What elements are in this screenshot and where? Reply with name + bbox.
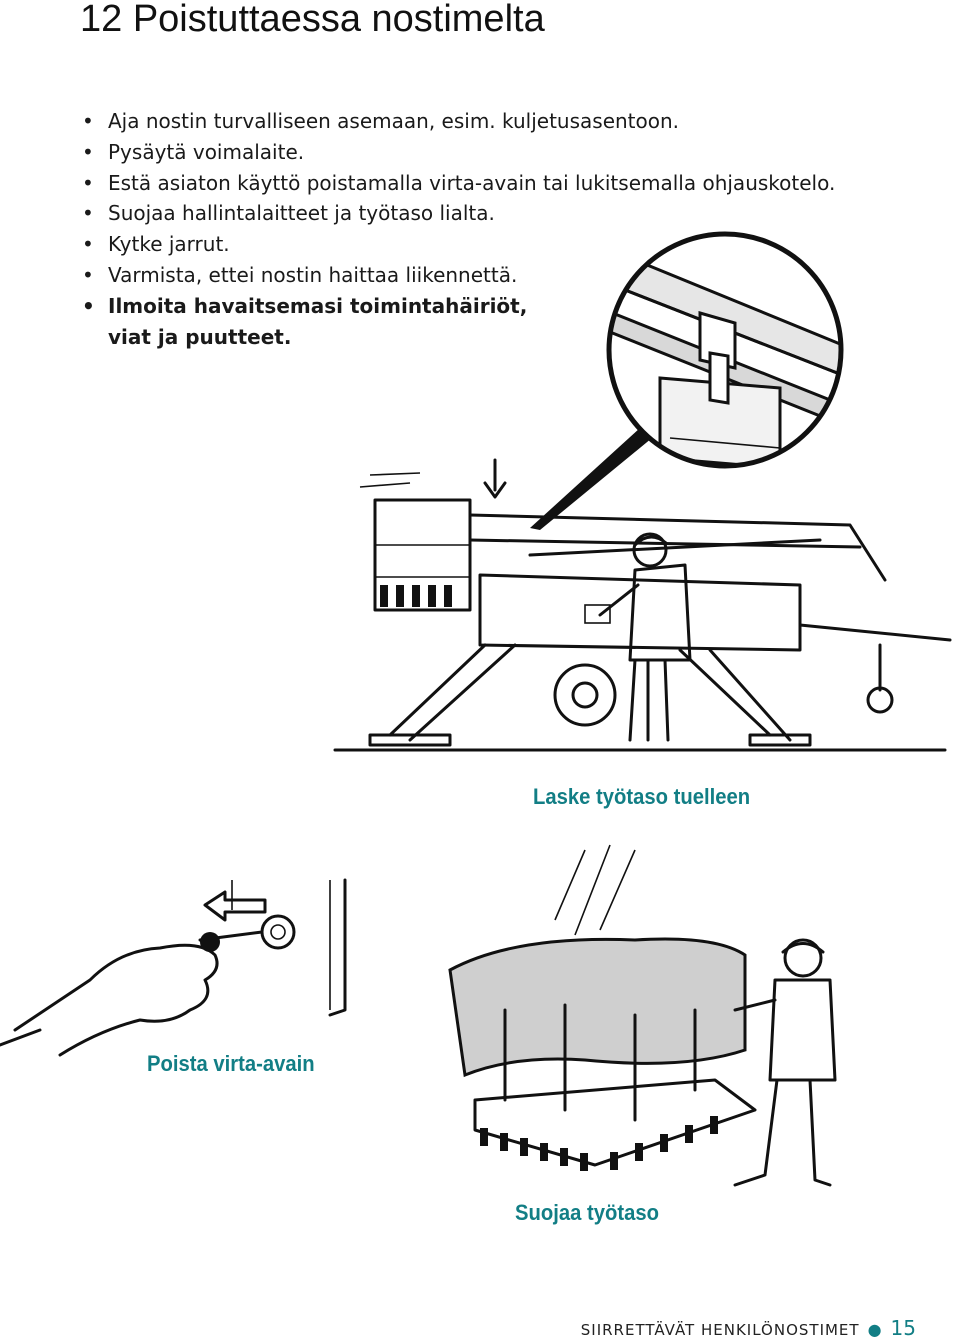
list-item: Kytke jarrut. (82, 229, 882, 260)
publication-title: SIIRRETTÄVÄT HENKILÖNOSTIMET (580, 1321, 860, 1339)
key-removal-illustration (0, 878, 347, 1057)
caption-remove-key: Poista virta-avain (147, 1051, 315, 1076)
list-item: Pysäytä voimalaite. (82, 137, 882, 168)
list-item: Suojaa hallintalaitteet ja työtaso lialt… (82, 198, 882, 229)
platform-cover-illustration (448, 844, 837, 1187)
list-item: Estä asiaton käyttö poistamalla virta-av… (82, 168, 882, 199)
page-number: 15 (890, 1316, 916, 1340)
caption-protect-platform: Suojaa työtaso (515, 1200, 659, 1225)
footer-dot-icon: ● (867, 1320, 883, 1339)
list-item: Varmista, ettei nostin haittaa liikennet… (82, 260, 882, 291)
instruction-list: Aja nostin turvalliseen asemaan, esim. k… (82, 106, 882, 352)
page-footer: SIIRRETTÄVÄT HENKILÖNOSTIMET ● 15 (581, 1316, 916, 1340)
lift-illustration (333, 458, 952, 752)
detail-zoom-illustration (530, 231, 844, 530)
page-title: 12 Poistuttaessa nostimelta (80, 0, 545, 40)
caption-lower-platform: Laske työtaso tuelleen (533, 784, 751, 809)
list-item: Ilmoita havaitsemasi toimintahäiriöt, vi… (82, 291, 548, 353)
list-item: Aja nostin turvalliseen asemaan, esim. k… (82, 106, 882, 137)
